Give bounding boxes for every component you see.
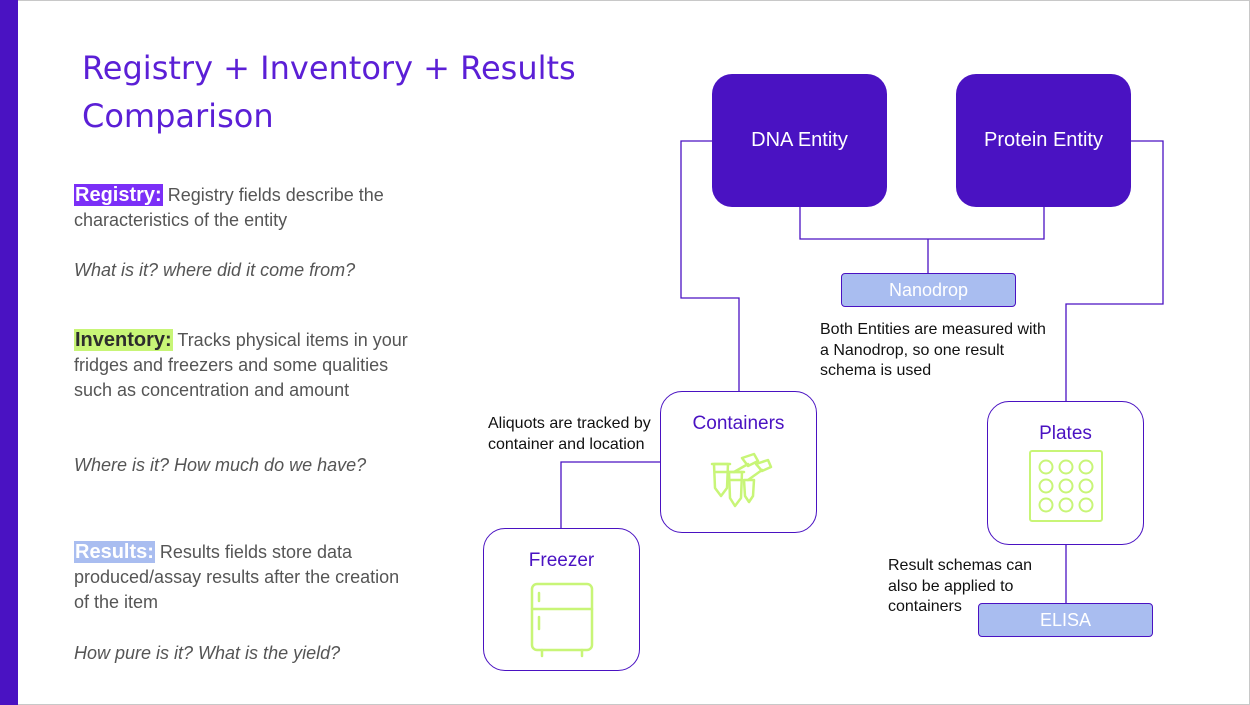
well-plate-icon <box>1029 450 1103 522</box>
registry-question: What is it? where did it come from? <box>74 260 356 280</box>
results-tag: Results: <box>74 541 155 563</box>
slide-title: Registry + Inventory + Results Compariso… <box>82 49 576 135</box>
inventory-question: Where is it? How much do we have? <box>74 455 367 475</box>
test-tubes-icon <box>710 452 773 508</box>
plates-note: Result schemas can also be applied to co… <box>888 557 1033 615</box>
plates-card: Plates <box>987 401 1144 545</box>
connector-protein-to-plates <box>1065 140 1164 401</box>
results-text: Results fields store data produced/assay… <box>74 542 400 612</box>
registry-tag: Registry: <box>74 184 163 206</box>
inventory-text: Tracks physical items in your fridges an… <box>74 330 408 400</box>
containers-card: Containers <box>660 391 817 533</box>
containers-title: Containers <box>692 413 785 434</box>
results-description: Results: Results fields store data produ… <box>74 540 404 615</box>
dna-entity-box: DNA Entity <box>712 74 887 207</box>
accent-bar <box>0 0 18 705</box>
freezer-icon <box>530 582 594 658</box>
elisa-pill: ELISA <box>978 603 1153 637</box>
freezer-title: Freezer <box>528 550 595 571</box>
results-question: How pure is it? What is the yield? <box>74 643 341 663</box>
connector-entities-join <box>799 207 1045 240</box>
inventory-description: Inventory: Tracks physical items in your… <box>74 328 414 403</box>
inventory-tag: Inventory: <box>74 329 173 351</box>
protein-entity-box: Protein Entity <box>956 74 1131 207</box>
registry-description: Registry: Registry fields describe the c… <box>74 183 414 233</box>
connector-dna-to-containers <box>680 140 740 391</box>
plates-title: Plates <box>1039 423 1092 444</box>
connector-containers-to-freezer <box>560 461 661 528</box>
freezer-card: Freezer <box>483 528 640 671</box>
nanodrop-pill: Nanodrop <box>841 273 1016 307</box>
registry-text: Registry fields describe the characteris… <box>74 185 384 230</box>
containers-note: Aliquots are tracked by container and lo… <box>488 415 651 453</box>
nanodrop-note: Both Entities are measured with a Nanodr… <box>820 321 1046 379</box>
